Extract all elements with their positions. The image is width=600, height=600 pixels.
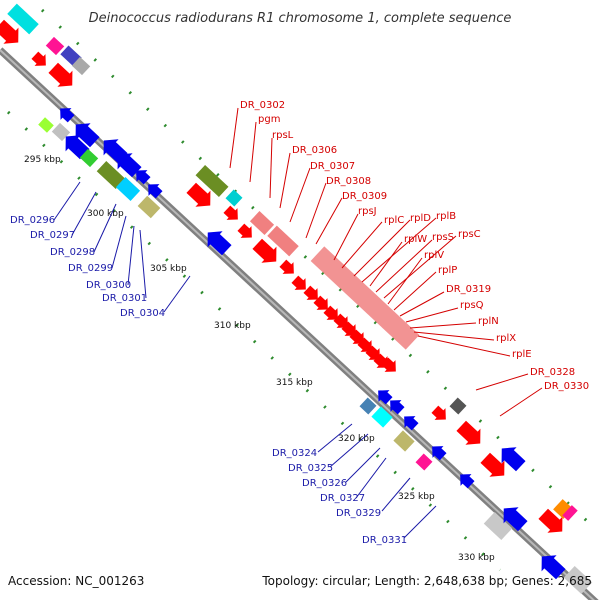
gene-green-dr0297 bbox=[79, 148, 99, 168]
label-dr0309: DR_0309 bbox=[342, 191, 387, 202]
gene-ribo-1 bbox=[249, 211, 275, 235]
topology-text: Topology: circular; Length: 2,648,638 bp… bbox=[261, 574, 592, 588]
gene-magenta-top bbox=[45, 36, 65, 56]
reverse-strand-genes bbox=[38, 102, 593, 595]
label-rpsJ: rpsJ bbox=[358, 206, 377, 217]
tick-label-315: 315 kbp bbox=[276, 378, 313, 388]
gene-gray-dr0331 bbox=[483, 511, 513, 541]
gene-red-top-2 bbox=[29, 49, 52, 72]
gene-cyan-top bbox=[7, 3, 39, 35]
label-rpsQ: rpsQ bbox=[460, 300, 484, 311]
tick-label-310: 310 kbp bbox=[214, 321, 251, 331]
label-rpsC: rpsC bbox=[458, 229, 481, 240]
label-dr0330: DR_0330 bbox=[544, 381, 589, 392]
tick-labels: 295 kbp 300 kbp 305 kbp 310 kbp 315 kbp … bbox=[24, 155, 495, 563]
inner-tick-track bbox=[6, 110, 502, 572]
label-rplP: rplP bbox=[438, 265, 457, 276]
label-dr0298: DR_0298 bbox=[50, 247, 95, 258]
label-rpsS: rpsS bbox=[432, 232, 454, 243]
red-gene-label-text: DR_0302 pgm rpsL DR_0306 DR_0307 DR_0308… bbox=[240, 100, 589, 392]
gene-gray-dr0330 bbox=[449, 397, 467, 415]
gene-khaki-dr0326 bbox=[393, 430, 415, 452]
gene-cyan-dr0325 bbox=[371, 406, 393, 428]
label-dr0308: DR_0308 bbox=[326, 176, 371, 187]
gene-ribo-operon bbox=[310, 246, 420, 350]
tick-label-300: 300 kbp bbox=[87, 209, 124, 219]
gene-green-light bbox=[38, 117, 54, 133]
gene-red-lower-1 bbox=[453, 417, 488, 452]
forward-strand-genes bbox=[0, 3, 578, 540]
label-rplB: rplB bbox=[436, 211, 456, 222]
label-rplC: rplC bbox=[384, 215, 404, 226]
tick-label-305: 305 kbp bbox=[150, 264, 187, 274]
tick-label-330: 330 kbp bbox=[458, 553, 495, 563]
label-rpsL: rpsL bbox=[272, 130, 294, 141]
gene-steel-dr0324 bbox=[359, 397, 377, 415]
gene-cyan-upper bbox=[225, 189, 243, 207]
gene-khaki-dr0300 bbox=[137, 195, 161, 219]
label-dr0327: DR_0327 bbox=[320, 493, 365, 504]
gene-pink-lower bbox=[562, 505, 578, 521]
label-dr0328: DR_0328 bbox=[530, 367, 575, 378]
tick-label-320: 320 kbp bbox=[338, 434, 375, 444]
label-dr0302: DR_0302 bbox=[240, 100, 285, 111]
label-dr0304: DR_0304 bbox=[120, 308, 165, 319]
gene-gray-top bbox=[71, 56, 91, 76]
label-pgm: pgm bbox=[258, 114, 280, 125]
label-dr0325: DR_0325 bbox=[288, 463, 333, 474]
label-rplW: rplW bbox=[404, 234, 427, 245]
label-dr0324: DR_0324 bbox=[272, 448, 317, 459]
label-dr0301: DR_0301 bbox=[102, 293, 147, 304]
label-dr0329: DR_0329 bbox=[336, 508, 381, 519]
label-rplX: rplX bbox=[496, 333, 516, 344]
label-dr0306: DR_0306 bbox=[292, 145, 337, 156]
label-dr0307: DR_0307 bbox=[310, 161, 355, 172]
gene-olive-dr0298 bbox=[96, 161, 126, 189]
tick-label-325: 325 kbp bbox=[398, 492, 435, 502]
label-dr0300: DR_0300 bbox=[86, 280, 131, 291]
gene-red-dr0307 bbox=[277, 257, 300, 280]
chromosome-backbone bbox=[0, 47, 599, 600]
map-title: Deinococcus radiodurans R1 chromosome 1,… bbox=[89, 11, 512, 26]
label-dr0297: DR_0297 bbox=[30, 230, 75, 241]
gene-olive-upper bbox=[195, 164, 229, 198]
gene-gray-bottom bbox=[563, 565, 593, 595]
gene-gray-inner bbox=[51, 122, 71, 142]
label-dr0296: DR_0296 bbox=[10, 215, 55, 226]
outer-tick-track bbox=[40, 8, 600, 536]
tick-label-295: 295 kbp bbox=[24, 155, 61, 165]
blue-gene-labels bbox=[53, 181, 437, 539]
red-gene-labels bbox=[229, 107, 543, 417]
label-dr0331: DR_0331 bbox=[362, 535, 407, 546]
gene-pink-dr0329 bbox=[415, 453, 433, 471]
label-rplN: rplN bbox=[478, 316, 499, 327]
label-rplV: rplV bbox=[424, 250, 444, 261]
gene-ribo-2 bbox=[267, 225, 299, 257]
label-rplE: rplE bbox=[512, 349, 532, 360]
label-dr0319: DR_0319 bbox=[446, 284, 491, 295]
label-dr0326: DR_0326 bbox=[302, 478, 347, 489]
gene-red-dr0328 bbox=[429, 403, 452, 426]
accession-text: Accession: NC_001263 bbox=[8, 574, 144, 588]
label-rplD: rplD bbox=[410, 213, 431, 224]
label-dr0299: DR_0299 bbox=[68, 263, 113, 274]
gene-cyan-dr0299 bbox=[115, 177, 141, 201]
blue-gene-label-text: DR_0296 DR_0297 DR_0298 DR_0299 DR_0300 … bbox=[10, 215, 407, 546]
gene-red-pgm bbox=[221, 203, 244, 226]
